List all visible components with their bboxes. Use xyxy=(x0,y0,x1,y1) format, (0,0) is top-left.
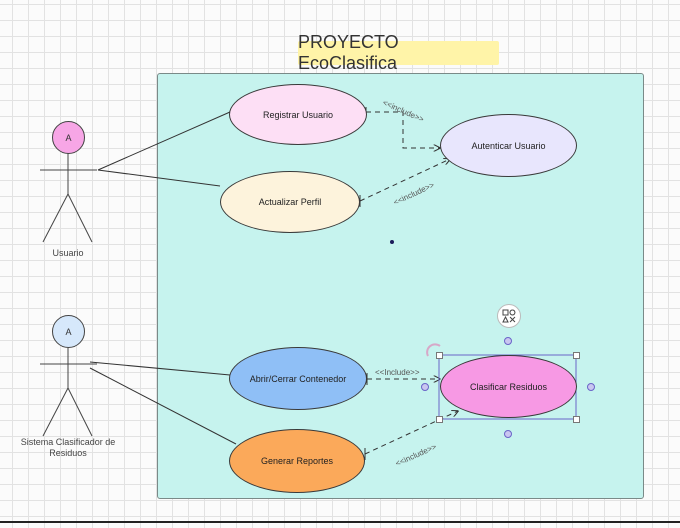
association-usuario-registrar[interactable] xyxy=(97,111,231,171)
usecase-clasificar-label: Clasificar Residuos xyxy=(469,381,548,392)
association-sistema-abrir[interactable] xyxy=(89,361,231,376)
actor-usuario-head[interactable]: A xyxy=(52,121,85,154)
usecase-registrar-label: Registrar Usuario xyxy=(262,109,334,120)
actor-sistema-label: Sistema Clasificador de Residuos xyxy=(20,437,116,458)
usecase-abrir-label: Abrir/Cerrar Contenedor xyxy=(249,373,347,384)
connector-point-left[interactable] xyxy=(421,383,429,391)
resize-handle-bottom-right[interactable] xyxy=(573,416,580,423)
include-actualizar-autenticar[interactable] xyxy=(359,159,450,202)
usecase-registrar-usuario[interactable]: Registrar Usuario xyxy=(229,84,367,145)
resize-handle-bottom-left[interactable] xyxy=(436,416,443,423)
actor-sistema-head[interactable]: A xyxy=(52,315,85,348)
usecase-clasificar-residuos[interactable]: Clasificar Residuos xyxy=(440,355,577,418)
shape-swap-button[interactable] xyxy=(497,304,521,328)
usecase-autenticar-label: Autenticar Usuario xyxy=(471,140,546,151)
include-label-abrir: <<Include>> xyxy=(375,368,420,377)
usecase-actualizar-label: Actualizar Perfil xyxy=(258,197,322,207)
shapes-icon xyxy=(502,309,516,323)
actor-usuario-body xyxy=(40,153,97,243)
usecase-generar-reportes[interactable]: Generar Reportes xyxy=(229,429,365,493)
rotate-hint-arc xyxy=(426,343,441,357)
actor-usuario-label: Usuario xyxy=(52,248,84,258)
usecase-generar-label: Generar Reportes xyxy=(260,456,334,466)
resize-handle-top-right[interactable] xyxy=(573,352,580,359)
connector-point-bottom[interactable] xyxy=(504,430,512,438)
usecase-abrir-cerrar-contenedor[interactable]: Abrir/Cerrar Contenedor xyxy=(229,347,367,410)
canvas-bottom-border xyxy=(0,521,680,523)
association-usuario-actualizar[interactable] xyxy=(97,169,221,187)
include-generar-clasificar[interactable] xyxy=(364,411,458,455)
resize-handle-top-left[interactable] xyxy=(436,352,443,359)
connector-point-top[interactable] xyxy=(504,337,512,345)
usecase-autenticar-usuario[interactable]: Autenticar Usuario xyxy=(440,114,577,177)
actor-sistema-body xyxy=(40,348,97,437)
association-sistema-generar[interactable] xyxy=(89,367,237,445)
include-registrar-autenticar[interactable] xyxy=(366,111,440,148)
connector-point-right[interactable] xyxy=(587,383,595,391)
canvas-point xyxy=(390,240,394,244)
usecase-actualizar-perfil[interactable]: Actualizar Perfil xyxy=(220,171,360,233)
